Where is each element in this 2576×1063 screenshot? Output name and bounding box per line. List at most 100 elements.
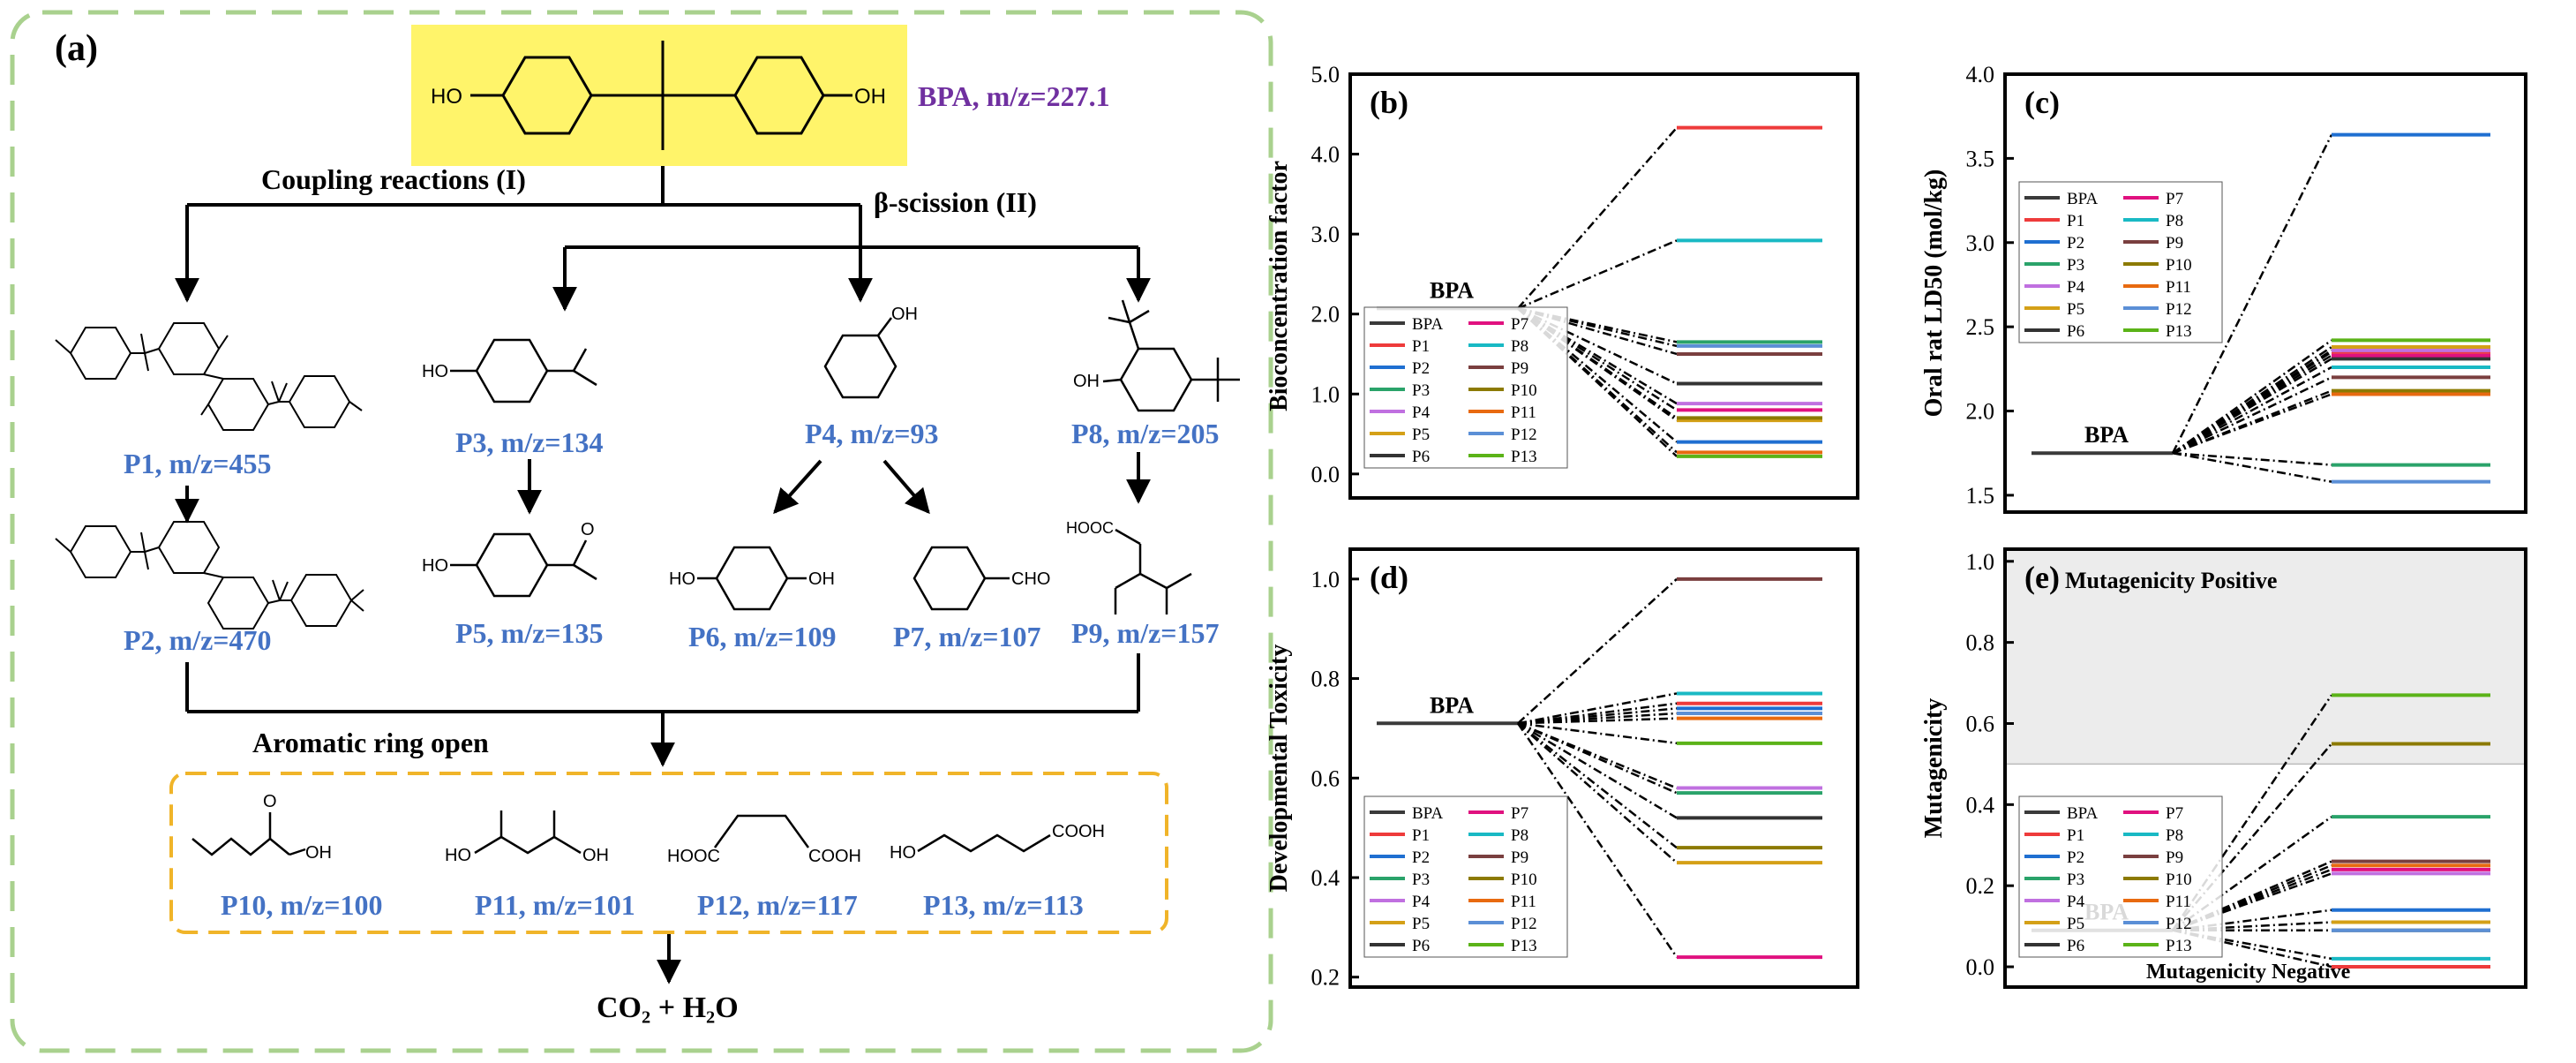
connector-p4 bbox=[2172, 349, 2332, 455]
connector-p7 bbox=[2172, 868, 2332, 931]
legend-label-p6: P6 bbox=[1412, 937, 1430, 955]
p11-oh-label: OH bbox=[582, 846, 609, 865]
p5-label: P5, m/z=135 bbox=[455, 617, 604, 649]
connector-p6 bbox=[2172, 358, 2332, 455]
p9-label: P9, m/z=157 bbox=[1071, 617, 1220, 649]
legend-label-p11: P11 bbox=[1511, 403, 1536, 422]
chart-b: 0.01.02.03.04.05.0(b)Bioconcentration fa… bbox=[1265, 62, 1859, 500]
p10-o-label: O bbox=[263, 792, 277, 811]
positive-region bbox=[2005, 549, 2526, 765]
legend-label-p8: P8 bbox=[1511, 337, 1528, 356]
beta-scission-label: β-scission (II) bbox=[874, 186, 1037, 218]
p8-structure bbox=[1102, 299, 1240, 412]
p3-ho-label: HO bbox=[422, 362, 448, 381]
p8-oh-label: OH bbox=[1073, 372, 1100, 391]
panel-a-border bbox=[10, 10, 1273, 1053]
chart-d: 0.20.40.60.81.0(d)Developmental Toxicity… bbox=[1265, 547, 1859, 991]
legend-label-p7: P7 bbox=[2166, 804, 2183, 823]
y-tick-label: 0.4 bbox=[1966, 792, 1995, 818]
connector-p2 bbox=[1517, 307, 1678, 443]
legend-label-p5: P5 bbox=[1412, 915, 1430, 933]
legend-label-p11: P11 bbox=[2166, 278, 2191, 297]
p2-structure bbox=[55, 521, 364, 630]
p5-o-label: O bbox=[581, 520, 595, 539]
legend-label-p5: P5 bbox=[2067, 915, 2084, 933]
connector-p5 bbox=[2172, 346, 2332, 455]
panel-label: (b) bbox=[1370, 85, 1408, 120]
y-tick-label: 3.0 bbox=[1966, 230, 1995, 256]
connector-p8 bbox=[1517, 239, 1678, 310]
connector-p2 bbox=[2171, 134, 2333, 454]
branch-connectors bbox=[175, 166, 1151, 312]
connector-p9 bbox=[1517, 577, 1678, 725]
legend-label-p4: P4 bbox=[2067, 278, 2085, 297]
legend-label-p12: P12 bbox=[2166, 915, 2192, 933]
connector-p3 bbox=[2172, 816, 2332, 931]
legend-label-p7: P7 bbox=[1511, 804, 1528, 823]
legend-label-p3: P3 bbox=[1412, 871, 1430, 889]
legend-label-bpa: BPA bbox=[1412, 315, 1443, 334]
coupling-reactions-label: Coupling reactions (I) bbox=[261, 163, 526, 195]
p6-oh-label: OH bbox=[808, 569, 835, 589]
y-tick-label: 3.5 bbox=[1966, 146, 1995, 171]
p12-label: P12, m/z=117 bbox=[697, 889, 858, 921]
p13-structure bbox=[917, 833, 1051, 853]
bpa-tag: BPA bbox=[1430, 277, 1474, 303]
legend-label-p13: P13 bbox=[1511, 448, 1537, 466]
connector-p4 bbox=[2172, 872, 2332, 931]
y-tick-label: 0.4 bbox=[1311, 865, 1341, 891]
p9-structure bbox=[1114, 528, 1192, 614]
final-products-label: CO₂ + H₂O bbox=[597, 991, 739, 1024]
y-tick-label: 0.8 bbox=[1966, 630, 1995, 656]
connector-p8 bbox=[1517, 692, 1678, 725]
p10-oh-label: OH bbox=[305, 843, 332, 863]
p6-ho-label: HO bbox=[669, 569, 695, 589]
panel-a-mechanism: (a) HO OH BPA, m/z=227.1 Coupling reacti… bbox=[10, 10, 1273, 1053]
negative-label: Mutagenicity Negative bbox=[2146, 961, 2351, 984]
panel-label: (c) bbox=[2024, 85, 2060, 120]
p13-cooh-label: COOH bbox=[1052, 822, 1105, 841]
p13-label: P13, m/z=113 bbox=[923, 889, 1084, 921]
bpa-ho-label: HO bbox=[431, 85, 462, 109]
legend-label-p9: P9 bbox=[2166, 848, 2183, 867]
legend-label-p10: P10 bbox=[2166, 871, 2192, 889]
legend-label-p12: P12 bbox=[1511, 915, 1537, 933]
legend-label-p11: P11 bbox=[2166, 893, 2191, 911]
legend-label-bpa: BPA bbox=[1412, 804, 1443, 823]
legend-label-p6: P6 bbox=[1412, 448, 1430, 466]
legend-label-p6: P6 bbox=[2067, 322, 2084, 341]
p3-label: P3, m/z=134 bbox=[455, 426, 604, 458]
legend-label-p13: P13 bbox=[2166, 322, 2192, 341]
legend-label-p8: P8 bbox=[1511, 826, 1528, 845]
positive-label: Mutagenicity Positive bbox=[2065, 568, 2277, 593]
legend-label-p7: P7 bbox=[2166, 190, 2183, 208]
chart-c: 1.52.02.53.03.54.0(c)Oral rat LD50 (mol/… bbox=[1920, 62, 2527, 514]
p4-label: P4, m/z=93 bbox=[805, 418, 939, 449]
y-tick-label: 0.2 bbox=[1311, 965, 1341, 991]
legend-label-p2: P2 bbox=[2067, 234, 2084, 253]
ring-open-box bbox=[169, 772, 1168, 934]
connector-p13 bbox=[2171, 694, 2333, 931]
p9-hooc-label: HOOC bbox=[1066, 519, 1114, 537]
y-tick-label: 1.0 bbox=[1311, 567, 1341, 592]
connector-p10 bbox=[2172, 389, 2332, 455]
panel-label: (e) bbox=[2024, 560, 2060, 595]
legend-label-p1: P1 bbox=[2067, 212, 2084, 230]
y-tick-label: 0.6 bbox=[1966, 711, 1995, 736]
legend-label-p3: P3 bbox=[2067, 256, 2084, 275]
legend-label-p9: P9 bbox=[1511, 848, 1528, 867]
p12-structure bbox=[713, 814, 810, 848]
y-tick-label: 0.0 bbox=[1311, 462, 1341, 487]
legend-label-p3: P3 bbox=[1412, 381, 1430, 400]
legend-label-bpa: BPA bbox=[2067, 190, 2098, 208]
y-tick-label: 1.5 bbox=[1966, 483, 1995, 509]
legend-label-p10: P10 bbox=[1511, 871, 1537, 889]
legend-label-p8: P8 bbox=[2166, 826, 2183, 845]
connector-p7 bbox=[2172, 354, 2332, 455]
legend-label-p10: P10 bbox=[1511, 381, 1537, 400]
p13-ho-label: HO bbox=[890, 843, 916, 863]
p4-oh-label: OH bbox=[891, 305, 918, 324]
